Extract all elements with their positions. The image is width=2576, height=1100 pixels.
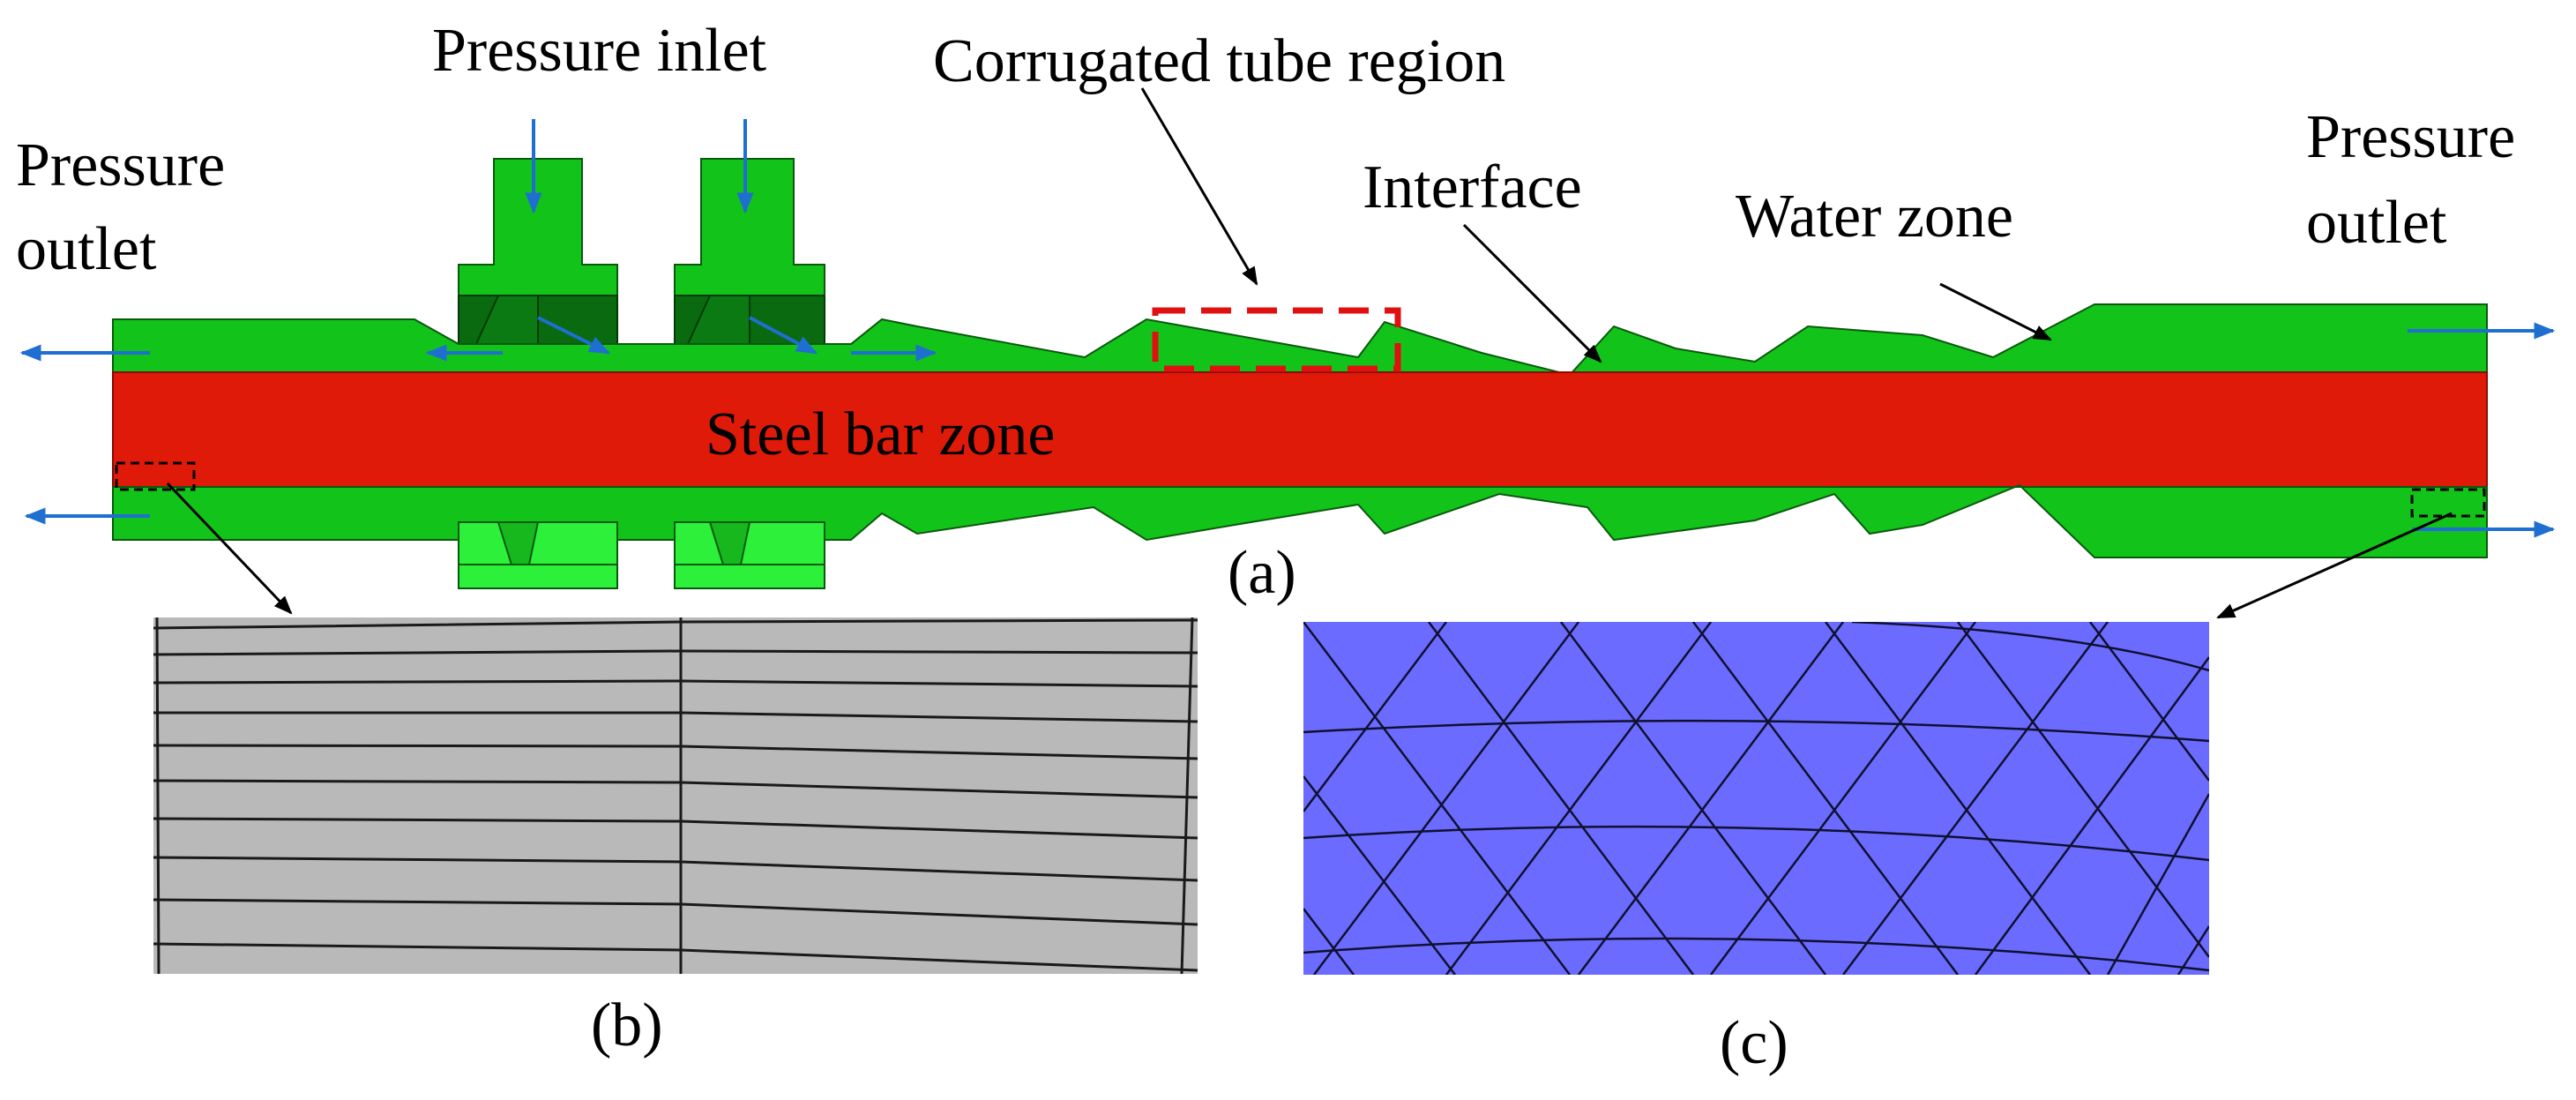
label-corrugated-tube-region: Corrugated tube region [933, 27, 1505, 95]
label-pressure-outlet-left-1: Pressure [16, 131, 225, 199]
pressure-inlet-ports-lower [458, 521, 825, 589]
label-interface: Interface [1363, 153, 1582, 221]
steel-bar-zone [112, 371, 2488, 488]
label-pressure-outlet-left-2: outlet [16, 215, 157, 283]
label-pressure-inlet: Pressure inlet [432, 17, 767, 85]
label-pressure-outlet-right-2: outlet [2306, 189, 2447, 257]
mesh-panel-c: (c) [1303, 622, 2209, 1077]
domain-panel-a: Pressure inlet Corrugated tube region Pr… [16, 17, 2556, 619]
corrugated-region-box [1152, 307, 1401, 372]
pressure-inlet-ports-upper [458, 158, 825, 345]
callout-arrows [166, 87, 2453, 619]
callout-arrow-icon [166, 482, 293, 615]
caption-b: (b) [591, 991, 663, 1059]
flow-arrows [19, 119, 2556, 538]
caption-c: (c) [1720, 1009, 1788, 1077]
callout-arrow-icon [2216, 512, 2453, 619]
arrow-icon [749, 316, 818, 355]
callout-arrow-icon [1462, 223, 1602, 363]
label-water-zone: Water zone [1736, 183, 2013, 251]
zoom-box-b [115, 461, 196, 491]
arrow-icon [537, 316, 611, 355]
label-pressure-outlet-right-1: Pressure [2306, 103, 2515, 171]
callout-arrow-icon [1939, 282, 2052, 341]
caption-a: (a) [1228, 539, 1296, 607]
label-steel-bar-zone: Steel bar zone [706, 400, 1055, 468]
mesh-panel-b: (b) [153, 617, 1198, 1059]
callout-arrow-icon [1140, 87, 1258, 286]
